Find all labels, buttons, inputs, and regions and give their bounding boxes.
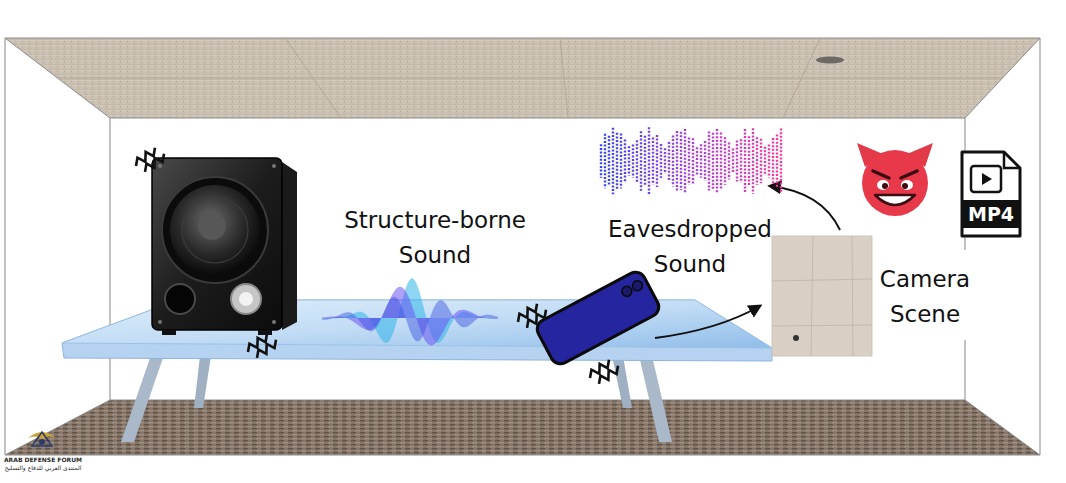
waveform-bar [636,140,638,182]
waveform-bar [648,127,650,195]
waveform-bar [712,133,714,189]
waveform-bar [684,129,686,193]
watermark-text: المنتدى العربي للدفاع والتسليح [3,464,83,471]
waveform-bar [768,145,770,178]
waveform-bar [700,144,702,178]
film-frame [971,166,1001,192]
waveform-bar [676,131,678,191]
waveform-bar [628,146,630,175]
waveform-bar [728,143,730,180]
waveform-bar [672,136,674,187]
waveform-bar [764,147,766,176]
attacker-emoji [857,143,933,216]
waveform-bar [600,144,602,177]
waveform-bar [756,137,758,184]
waveform-bar [776,134,778,187]
waveform-bar [780,129,782,194]
wave-layer [322,287,498,346]
file-type-label: MP4 [960,200,1022,228]
file-icon: MP4 [960,150,1022,238]
smartphone [534,269,662,368]
waveform-bar [732,148,734,173]
waveform-bar [640,131,642,190]
carpet-floor [5,400,1040,455]
waveform-bar [748,136,750,185]
label-slot: ARAB DEFENSE FORUM [3,456,83,463]
label-slot: Camera Scene [868,262,983,331]
waveform-bar [696,147,698,174]
waveform-bar [688,137,690,184]
camera-scene-photo [772,236,872,356]
waveform-bar [740,139,742,183]
waveform-bar [736,140,738,181]
waveform-bar [656,135,658,187]
waveform-bar [616,133,618,189]
ceiling [5,38,1040,118]
subwoofer-speaker [152,158,297,335]
waveform-bar [660,144,662,178]
watermark-text: ARAB DEFENSE FORUM [3,456,83,463]
waveform-bar [608,136,610,187]
waveform-bar [644,136,646,186]
eavesdropped-waveform [601,127,781,195]
watermark-logo [28,432,56,446]
annotation-label: Camera Scene [868,262,983,331]
waveform-bar [752,128,754,193]
waveform-bar [664,148,666,173]
annotation-label: Eavesdropped Sound [595,212,785,281]
waveform-bar [760,139,762,183]
label-slot: Eavesdropped Sound [595,212,785,281]
waveform-bar [716,129,718,193]
waveform-bar [652,137,654,184]
room-frame [5,38,1040,455]
waveform-bar [632,145,634,178]
wave-layer [322,297,498,342]
waveform-bar [772,138,774,184]
structure-borne-wave [322,278,498,345]
waveform-bar [680,132,682,191]
waveform-bar [612,128,614,194]
waveform-bar [620,133,622,188]
waveform-bar [668,142,670,180]
waveform-bar [704,141,706,181]
waveform-bar [624,140,626,183]
label-slot: Structure-borne Sound [330,203,540,272]
waveform-bar [692,138,694,183]
play-symbol [982,173,992,185]
waveform-bar [744,129,746,193]
waveform-bar [720,133,722,190]
waveform-bar [724,137,726,185]
annotation-label: Structure-borne Sound [330,203,540,272]
label-slot: المنتدى العربي للدفاع والتسليح [3,464,83,471]
waveform-bar [708,131,710,190]
file-fold [1004,152,1020,168]
waveform-bar [604,134,606,188]
